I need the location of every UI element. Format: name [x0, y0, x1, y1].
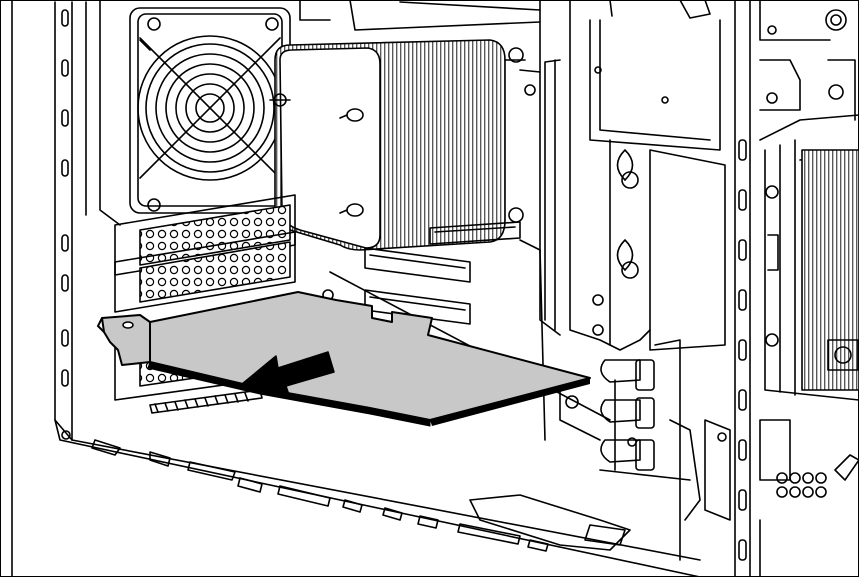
drive-cage	[299, 0, 726, 351]
cpu-heatsink	[269, 39, 526, 251]
chassis-floor	[54, 419, 701, 577]
card-bracket	[96, 314, 151, 366]
front-io-connectors	[759, 454, 859, 577]
cable-clips	[599, 339, 701, 561]
removal-direction-arrow	[241, 351, 335, 399]
hard-drive-bay	[759, 114, 859, 401]
chassis-left-wall	[11, 0, 121, 577]
pci-slots	[329, 221, 611, 441]
chassis-right-wall	[704, 0, 856, 577]
